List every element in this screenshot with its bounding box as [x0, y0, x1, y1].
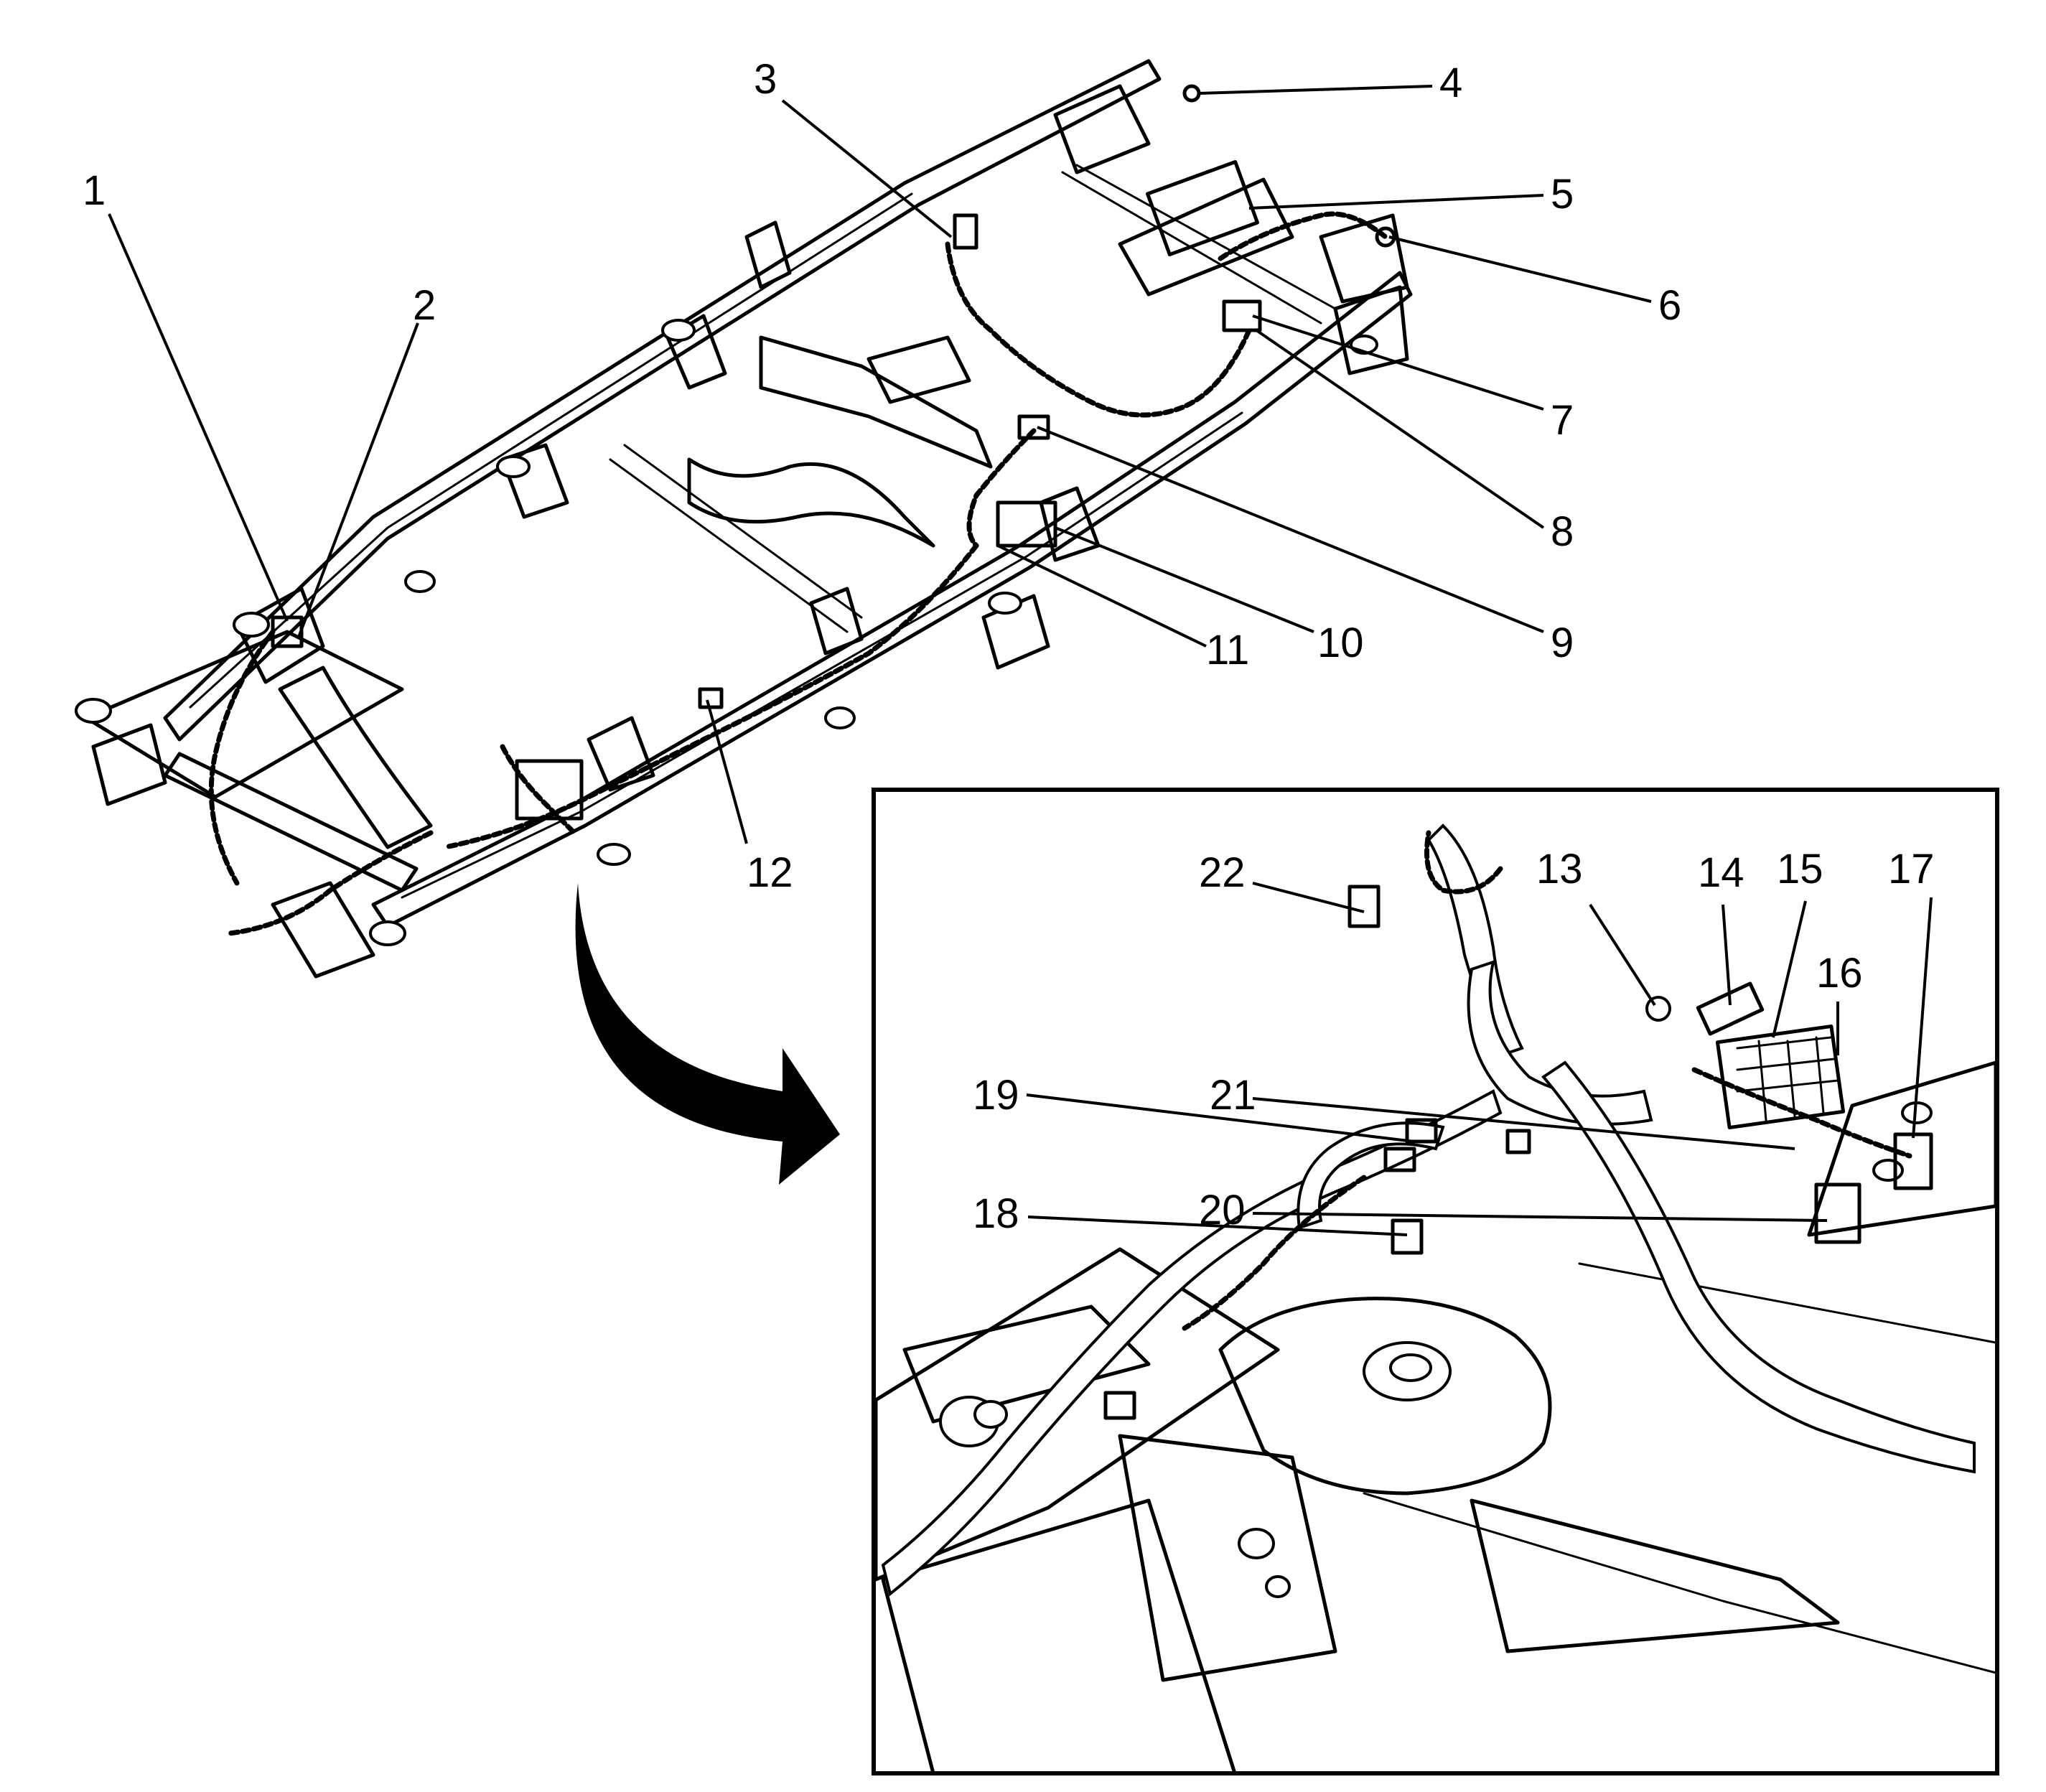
detail-inset: [872, 788, 1999, 1775]
zoom-arrow-icon: [575, 883, 840, 1185]
callout-22: 22: [1199, 849, 1246, 896]
inset-leader-lines: [1026, 882, 1933, 1236]
callout-12: 12: [747, 849, 793, 896]
callout-19: 19: [973, 1072, 1019, 1119]
callout-5: 5: [1551, 171, 1574, 218]
callout-3: 3: [754, 56, 777, 103]
callout-2: 2: [413, 282, 436, 329]
callout-4: 4: [1439, 60, 1462, 106]
callout-11: 11: [1206, 627, 1249, 673]
callout-14: 14: [1698, 849, 1744, 896]
callout-17: 17: [1888, 846, 1935, 892]
vehicle-frame: [75, 59, 1413, 979]
callout-1: 1: [83, 167, 106, 214]
callout-20: 20: [1199, 1187, 1246, 1233]
callout-8: 8: [1551, 508, 1574, 555]
callout-6: 6: [1658, 282, 1681, 329]
main-leader-lines: [108, 85, 1652, 844]
callout-10: 10: [1317, 620, 1364, 666]
callout-16: 16: [1816, 950, 1863, 997]
callout-21: 21: [1210, 1072, 1256, 1119]
callout-9: 9: [1551, 620, 1574, 666]
callout-7: 7: [1551, 397, 1574, 444]
callout-15: 15: [1777, 846, 1823, 892]
callout-labels: 1 2 3 4 5 6 7 8 9 10 11 12 13 14 15 16 1…: [83, 56, 1935, 1237]
callout-13: 13: [1536, 846, 1583, 892]
callout-18: 18: [973, 1190, 1019, 1237]
